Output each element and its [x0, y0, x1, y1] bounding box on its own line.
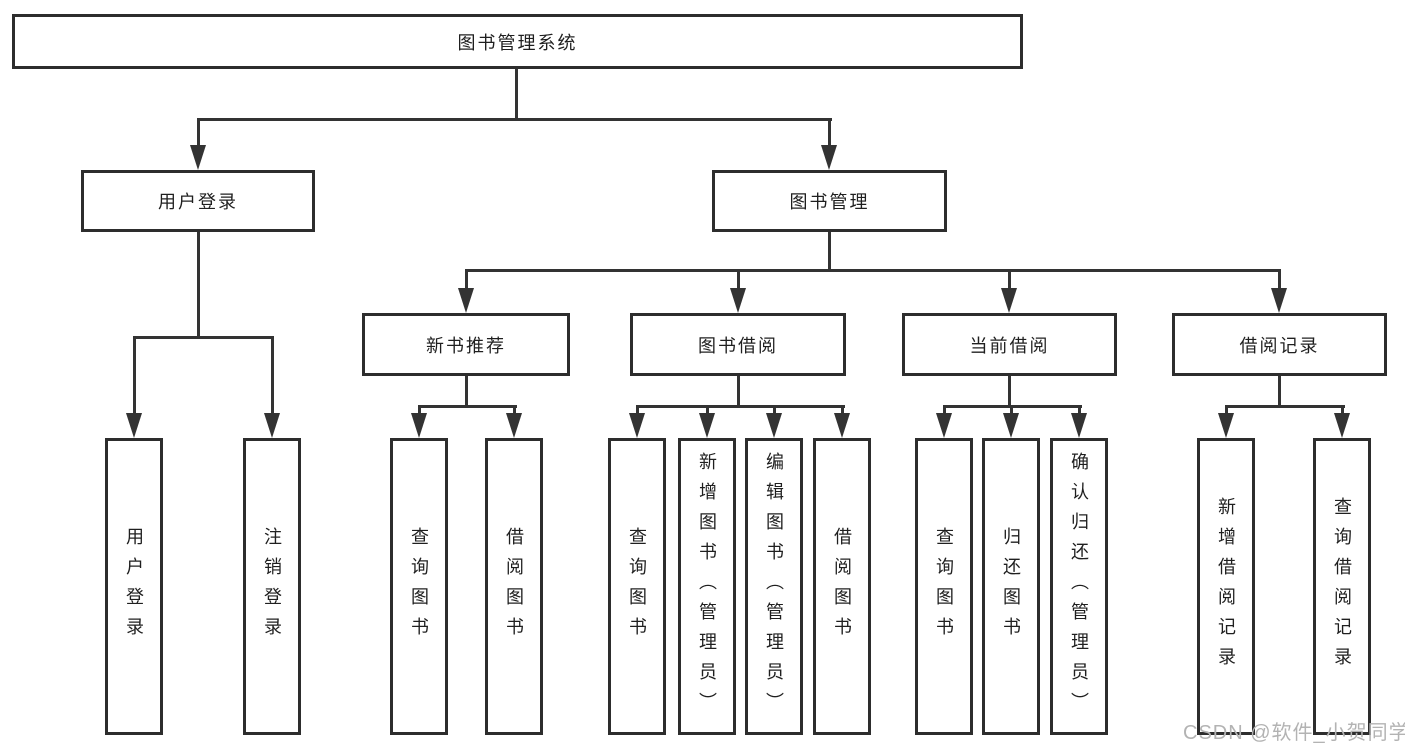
node-label: 图书借阅 — [698, 335, 778, 356]
node-label: 查询借阅记录 — [1332, 496, 1352, 677]
connector — [197, 232, 200, 339]
leaf-add-borrow-record: 新增借阅记录 — [1197, 438, 1255, 735]
leaf-borrow-book: 借阅图书 — [813, 438, 871, 735]
node-new-book-recommend: 新书推荐 — [362, 313, 570, 376]
connector — [828, 118, 831, 148]
leaf-query-book-borrowing: 查询图书 — [608, 438, 666, 735]
leaf-confirm-return-admin: 确认归还（管理员） — [1050, 438, 1108, 735]
node-label: 借阅图书 — [832, 526, 852, 647]
connector — [515, 69, 518, 120]
arrowhead-down-icon — [506, 413, 522, 438]
connector — [418, 405, 517, 408]
node-label: 新增图书（管理员） — [697, 451, 717, 722]
node-label: 注销登录 — [262, 526, 282, 647]
node-root: 图书管理系统 — [12, 14, 1023, 69]
connector — [465, 269, 1281, 272]
arrowhead-down-icon — [1071, 413, 1087, 438]
leaf-return-book: 归还图书 — [982, 438, 1040, 735]
node-label: 用户登录 — [124, 526, 144, 647]
connector — [1225, 405, 1345, 408]
connector — [1078, 405, 1081, 415]
connector — [465, 269, 468, 291]
leaf-query-book-current: 查询图书 — [915, 438, 973, 735]
arrowhead-down-icon — [1001, 288, 1017, 313]
arrowhead-down-icon — [699, 413, 715, 438]
connector — [706, 405, 709, 415]
leaf-logout: 注销登录 — [243, 438, 301, 735]
connector — [636, 405, 639, 415]
leaf-query-borrow-record: 查询借阅记录 — [1313, 438, 1371, 735]
arrowhead-down-icon — [834, 413, 850, 438]
node-root-label: 图书管理系统 — [457, 32, 578, 53]
node-label: 归还图书 — [1001, 526, 1021, 647]
connector — [828, 232, 831, 271]
node-label: 用户登录 — [158, 192, 238, 212]
connector — [197, 118, 200, 148]
node-current-borrowing: 当前借阅 — [902, 313, 1117, 376]
connector — [513, 405, 516, 415]
node-label: 借阅图书 — [504, 526, 524, 647]
arrowhead-down-icon — [629, 413, 645, 438]
connector — [133, 336, 274, 339]
arrowhead-down-icon — [1218, 413, 1234, 438]
connector — [1341, 405, 1344, 415]
connector — [1010, 405, 1013, 415]
connector — [1008, 376, 1011, 407]
node-label: 借阅记录 — [1239, 335, 1320, 356]
watermark-text: CSDN @软件_小贺同学 — [1183, 722, 1405, 744]
connector — [636, 405, 845, 408]
node-label: 新书推荐 — [426, 335, 506, 356]
node-borrowing-records: 借阅记录 — [1172, 313, 1387, 376]
connector — [773, 405, 776, 415]
leaf-user-login: 用户登录 — [105, 438, 163, 735]
connector — [841, 405, 844, 415]
arrowhead-down-icon — [1334, 413, 1350, 438]
connector — [737, 269, 740, 291]
connector — [271, 336, 274, 416]
node-label: 当前借阅 — [969, 335, 1050, 356]
arrowhead-down-icon — [1271, 288, 1287, 313]
connector — [943, 405, 946, 415]
connector — [1008, 269, 1011, 291]
connector — [418, 405, 421, 415]
connector — [1278, 269, 1281, 291]
arrowhead-down-icon — [126, 413, 142, 438]
arrowhead-down-icon — [1003, 413, 1019, 438]
connector — [737, 376, 740, 407]
connector — [465, 376, 468, 407]
leaf-query-book-recommend: 查询图书 — [390, 438, 448, 735]
node-book-borrowing: 图书借阅 — [630, 313, 846, 376]
node-label: 编辑图书（管理员） — [764, 451, 784, 722]
node-label: 查询图书 — [934, 526, 954, 647]
node-label: 新增借阅记录 — [1216, 496, 1236, 677]
arrowhead-down-icon — [264, 413, 280, 438]
arrowhead-down-icon — [730, 288, 746, 313]
connector — [197, 118, 832, 121]
leaf-edit-book-admin: 编辑图书（管理员） — [745, 438, 803, 735]
arrowhead-down-icon — [821, 145, 837, 170]
node-book-management: 图书管理 — [712, 170, 947, 232]
connector — [1278, 376, 1281, 407]
leaf-borrow-book-recommend: 借阅图书 — [485, 438, 543, 735]
leaf-add-book-admin: 新增图书（管理员） — [678, 438, 736, 735]
arrowhead-down-icon — [411, 413, 427, 438]
arrowhead-down-icon — [458, 288, 474, 313]
arrowhead-down-icon — [936, 413, 952, 438]
arrowhead-down-icon — [190, 145, 206, 170]
node-label: 查询图书 — [627, 526, 647, 647]
connector — [133, 336, 136, 416]
node-label: 查询图书 — [409, 526, 429, 647]
node-label: 确认归还（管理员） — [1069, 451, 1089, 722]
arrowhead-down-icon — [766, 413, 782, 438]
connector — [1225, 405, 1228, 415]
node-label: 图书管理 — [789, 192, 870, 212]
node-user-login: 用户登录 — [81, 170, 315, 232]
